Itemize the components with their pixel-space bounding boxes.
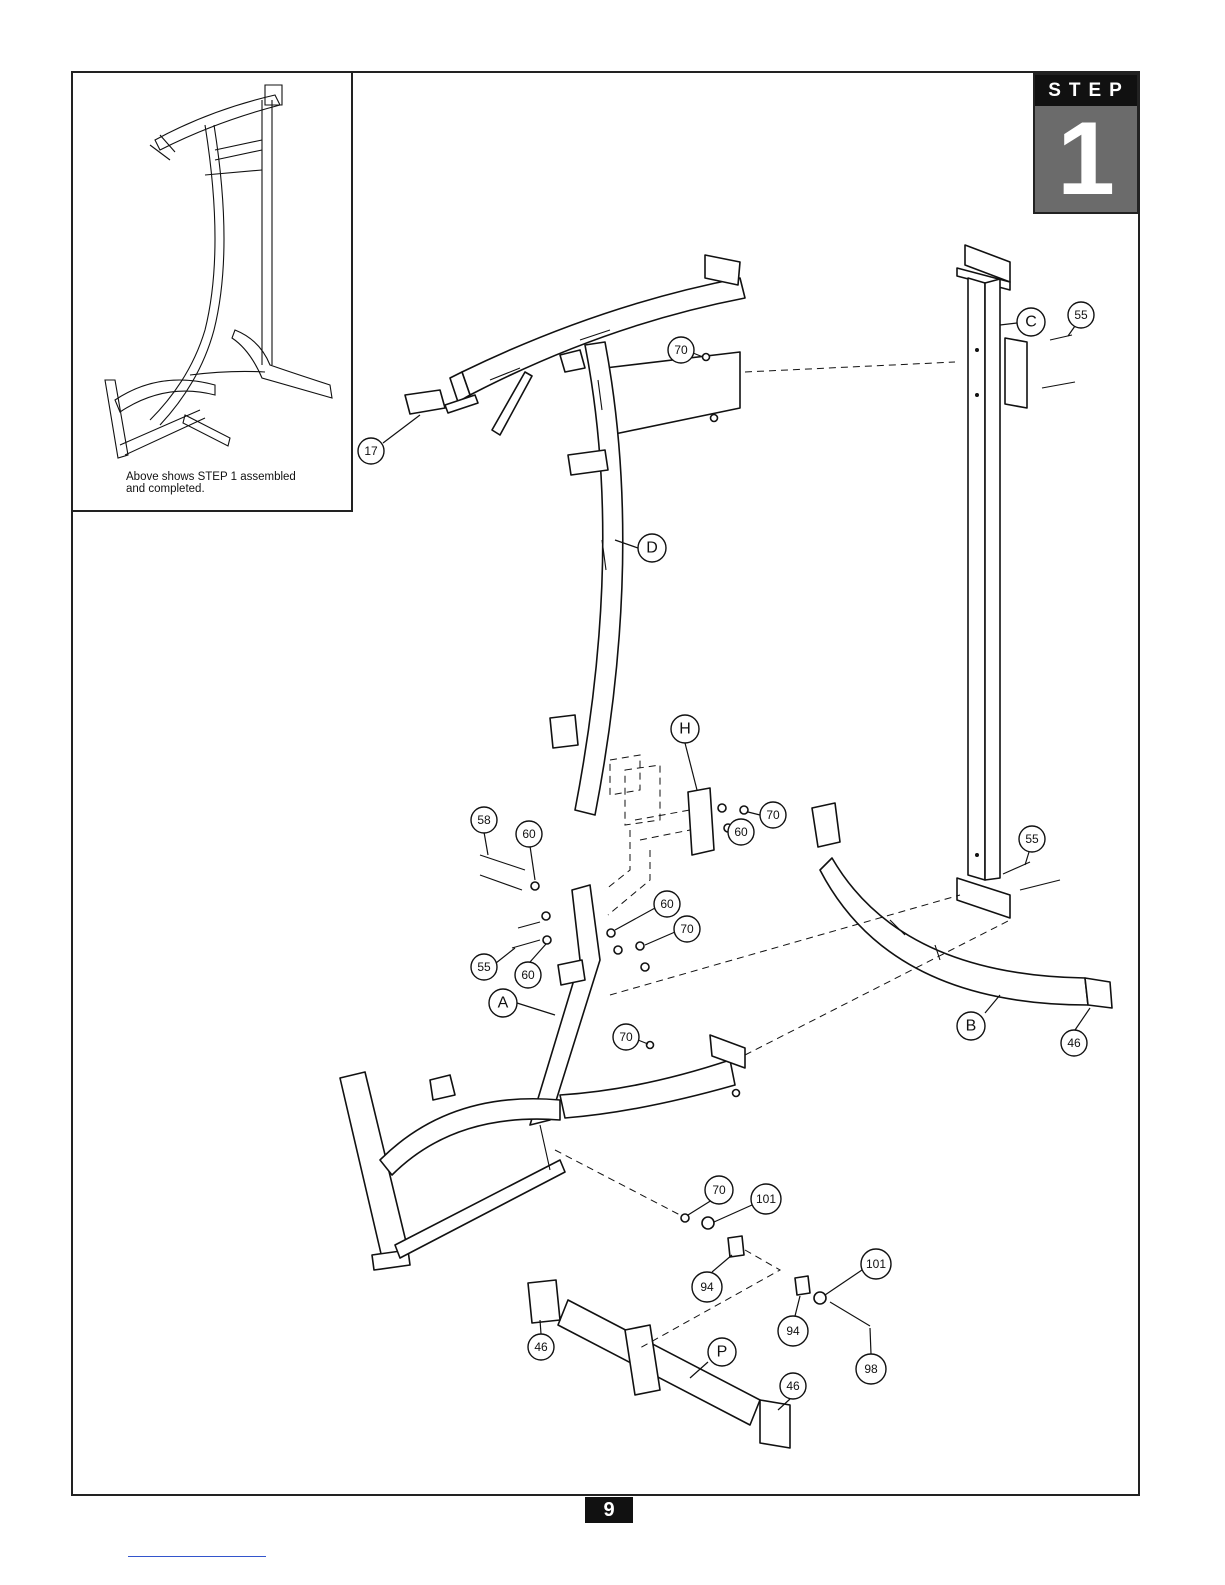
inset-caption: Above shows STEP 1 assembled and complet… <box>126 471 346 495</box>
inset-caption-line2: and completed. <box>126 483 346 495</box>
inset-caption-line1: Above shows STEP 1 assembled <box>126 471 346 483</box>
page-number: 9 <box>585 1497 633 1523</box>
footer-link-underline[interactable] <box>128 1556 266 1557</box>
step-number: 1 <box>1035 106 1137 212</box>
inset-assembled-frame-copy <box>105 85 332 458</box>
step-badge: STEP 1 <box>1033 73 1139 214</box>
